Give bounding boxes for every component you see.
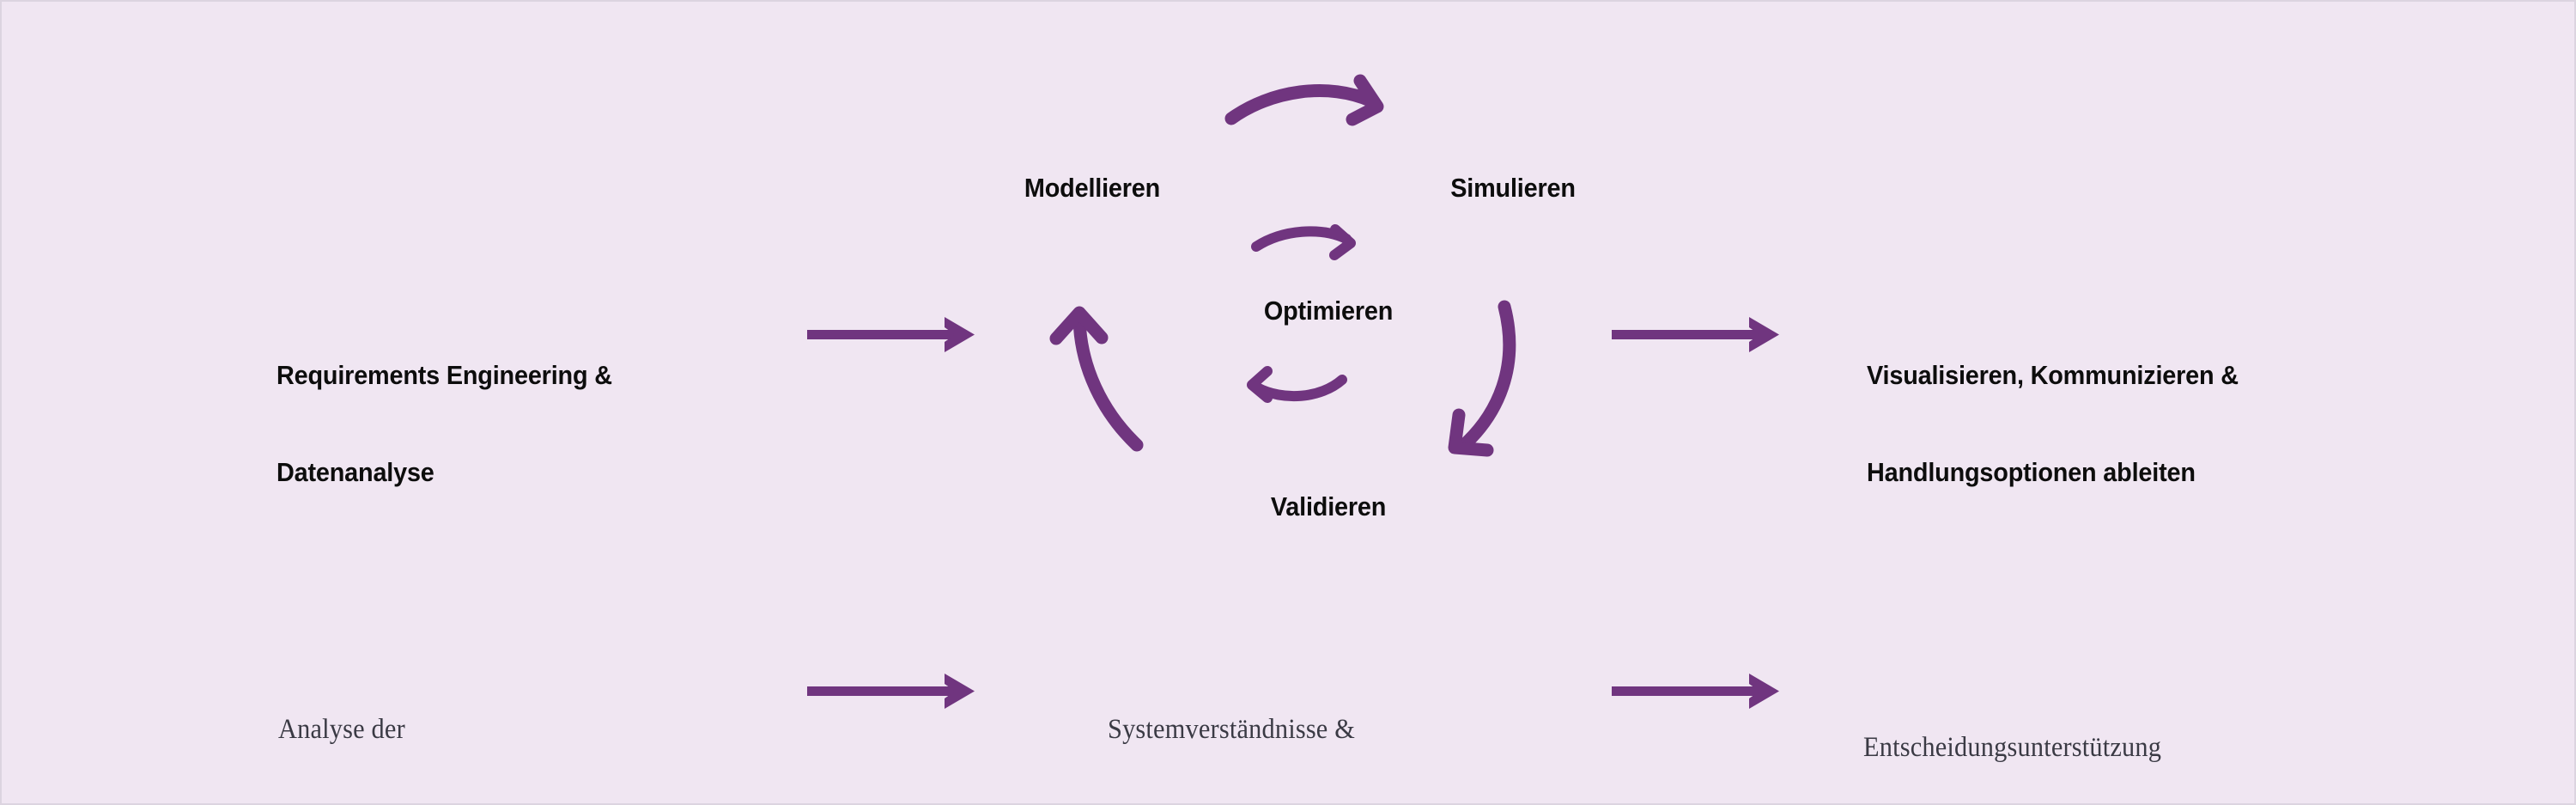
bottom-right-line1: Entscheidungsunterstützung [1863,731,2162,763]
right-heading: Visualisieren, Kommunizieren & Handlungs… [1867,294,2474,554]
cycle-inner-arrow-bottom [1247,366,1347,403]
bottom-right-text: Entscheidungsunterstützung [1863,661,2416,803]
cycle-arrow-right-arc [1448,300,1516,457]
right-heading-line2: Handlungsoptionen ableiten [1867,457,2196,488]
cycle-arrow-left-arc [1049,306,1144,452]
cycle-label-optimieren: Optimieren [1263,296,1394,326]
left-heading-line2: Datenanalyse [276,457,434,488]
connector-top-left-arrow [807,317,975,352]
left-heading: Requirements Engineering & Datenanalyse [276,294,772,554]
cycle-label-modellieren: Modellieren [1024,173,1161,203]
cycle-inner-arrow-top [1251,224,1356,260]
connector-bottom-left-arrow [807,674,975,709]
bottom-left-text: Analyse der Ausgangssituation [278,643,720,803]
connector-bottom-right-arrow [1612,674,1779,709]
bottom-left-line1: Analyse der [278,713,405,745]
bottom-center-text: Systemverständnisse & Problemlösung [1108,643,1550,803]
connector-top-right-arrow [1612,317,1779,352]
bottom-center-line1: Systemverständnisse & [1108,713,1356,745]
cycle-label-simulieren: Simulieren [1450,173,1576,203]
cycle-arrow-top-arc [1224,74,1384,126]
left-heading-line1: Requirements Engineering & [276,359,612,390]
right-heading-line1: Visualisieren, Kommunizieren & [1867,359,2239,390]
cycle-label-validieren: Validieren [1270,491,1387,521]
